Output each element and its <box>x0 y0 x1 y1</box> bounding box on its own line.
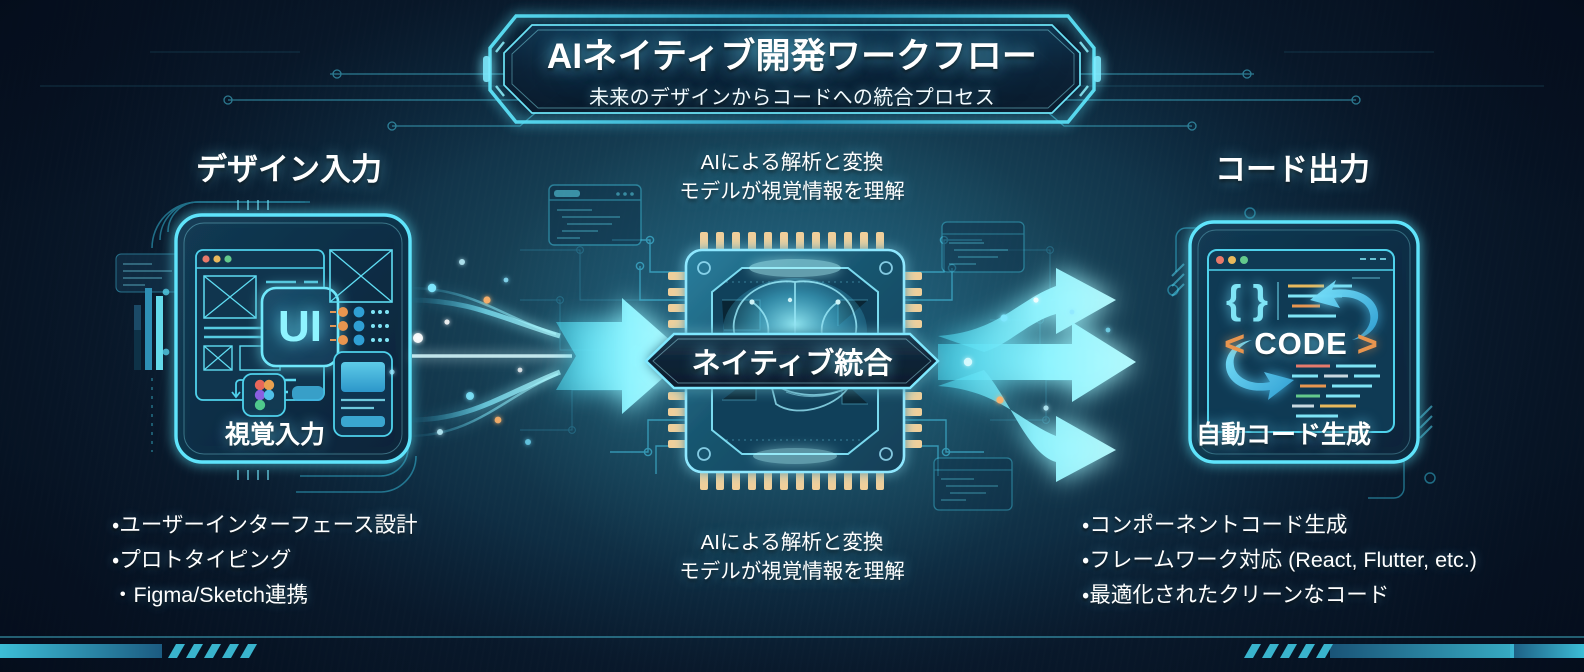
title-banner: AIネイティブ開発ワークフロー 未来のデザインからコードへの統合プロセス <box>482 8 1102 130</box>
center-bottom-note: AIによる解析と変換 モデルが視覚情報を理解 <box>582 528 1002 586</box>
left-section-heading: デザイン入力 <box>196 152 382 187</box>
native-integration-badge: ネイティブ統合 <box>644 332 940 390</box>
ui-tile-label: UI <box>278 302 322 351</box>
page-subtitle: 未来のデザインからコードへの統合プロセス <box>589 87 995 109</box>
list-item: コンポーネントコード生成 <box>1082 508 1477 543</box>
list-item: ユーザーインターフェース設計 <box>112 508 417 543</box>
center-top-note-line1: AIによる解析と変換 <box>700 151 884 174</box>
title-banner-frame <box>483 14 1101 124</box>
page-title: AIネイティブ開発ワークフロー <box>546 37 1038 76</box>
brace-symbol: { } <box>1225 277 1269 322</box>
badge-label: ネイティブ統合 <box>691 348 893 380</box>
center-bottom-note-line1: AIによる解析と変換 <box>700 531 884 554</box>
list-item: プロトタイピング <box>112 543 418 578</box>
center-top-note-line2: モデルが視覚情報を理解 <box>679 180 905 204</box>
list-item: フレームワーク対応 (React, Flutter, etc.) <box>1082 543 1477 578</box>
chevron-right-icon: > <box>1356 323 1378 364</box>
list-item: 最適化されたクリーンなコード <box>1082 578 1477 613</box>
left-bullet-list: ユーザーインターフェース設計 プロトタイピング Figma/Sketch連携 <box>112 508 418 613</box>
center-bottom-note-line2: モデルが視覚情報を理解 <box>679 560 905 584</box>
code-label: CODE <box>1254 326 1348 361</box>
right-bullet-list: コンポーネントコード生成 フレームワーク対応 (React, Flutter, … <box>1082 508 1477 612</box>
center-top-note: AIによる解析と変換 モデルが視覚情報を理解 <box>582 148 1002 206</box>
left-card-caption: 視覚入力 <box>225 421 326 449</box>
right-card-caption: 自動コード生成 <box>1196 421 1372 449</box>
chevron-left-icon: < <box>1224 323 1246 364</box>
code-label-row: < CODE > <box>1208 322 1394 366</box>
right-section-heading: コード出力 <box>1215 152 1370 187</box>
list-item: Figma/Sketch連携 <box>112 578 418 613</box>
